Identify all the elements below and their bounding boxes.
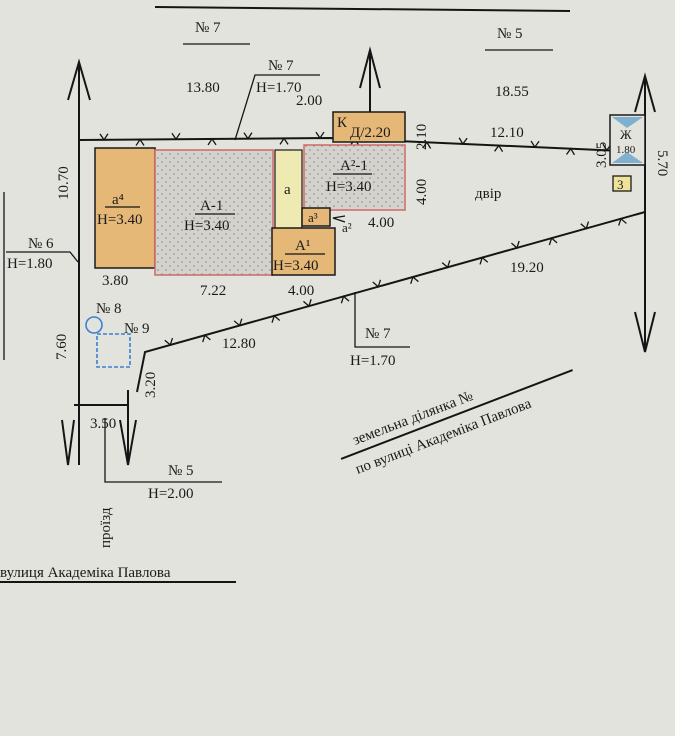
fence-tick: [303, 299, 312, 308]
a2-1-height: H=3.40: [326, 179, 372, 195]
dim-a2-width: 4.00: [368, 215, 394, 231]
dim-small-side: 3.20: [143, 372, 159, 398]
fence-lower: [136, 211, 646, 393]
dim-a2-height: 4.00: [414, 179, 430, 205]
yard-label: двір: [475, 186, 501, 202]
fence-tick: [207, 137, 217, 146]
dim-diag-short: 12.80: [222, 336, 256, 352]
left-axis-arrow: [61, 58, 91, 466]
fence-tick: [279, 137, 289, 145]
neighbor-right: № 5: [497, 26, 523, 42]
fence-tick: [618, 217, 627, 226]
svg-text:№ 5: № 5: [168, 463, 194, 479]
building-a: [274, 149, 303, 231]
plot-caption: земельна ділянка № по вулиці Академіка П…: [340, 369, 573, 478]
pit-icon: [96, 333, 131, 368]
building-3-label: 3: [617, 177, 624, 192]
dim-top-right: 18.55: [495, 84, 529, 100]
fence-tick: [372, 279, 382, 288]
svg-text:№ 7: № 7: [268, 58, 294, 74]
street-label: вулиця Академіка Павлова: [0, 565, 171, 581]
fence-tick: [410, 275, 419, 285]
fence-tick: [422, 141, 432, 149]
passage-label: проїзд: [98, 507, 114, 548]
fence-tick: [458, 137, 468, 146]
dim-diag-long: 19.20: [510, 260, 544, 276]
building-a-1: [154, 149, 274, 276]
A1-height: H=3.40: [273, 258, 319, 274]
fence-tick: [164, 337, 174, 347]
building-a3: [301, 207, 331, 227]
a-label: а: [284, 182, 291, 198]
dim-top-mid: 2.00: [296, 93, 322, 109]
a4-height: H=3.40: [97, 212, 143, 228]
fence-left-callout: № 6 H=1.80: [6, 236, 79, 272]
a-1-label: А-1: [200, 198, 223, 214]
fence-top-callout: № 7 H=1.70: [234, 58, 320, 141]
dim-right-side: 5.70: [654, 150, 670, 176]
fence-tick: [243, 132, 253, 140]
pit-label: № 9: [124, 321, 150, 337]
neighbor-left: № 7: [195, 20, 221, 36]
svg-text:H=2.00: H=2.00: [148, 486, 194, 502]
building-A1: [271, 227, 336, 276]
fence-tick: [171, 132, 181, 141]
a4-label: a⁴: [112, 192, 124, 208]
fence-tick: [340, 295, 350, 304]
fence-tick: [233, 318, 243, 327]
fence-tick: [441, 260, 451, 269]
building-3: [612, 175, 632, 192]
fence-tick: [494, 144, 504, 153]
fence-top: [78, 136, 646, 153]
fence-tick: [511, 240, 520, 249]
fence-tick: [99, 133, 109, 141]
svg-text:№ 7: № 7: [365, 326, 391, 342]
a2-arrow-icon: [332, 215, 346, 223]
A1-label: А¹: [295, 238, 310, 254]
dim-k-height: 2.10: [414, 124, 430, 150]
building-a4: [94, 147, 156, 269]
a-1-height: H=3.40: [184, 218, 230, 234]
a2-label: а²: [342, 220, 352, 235]
fence-lower-callout: № 7 H=1.70: [350, 292, 410, 369]
dim-top-left: 13.80: [186, 80, 220, 96]
well-icon: [85, 316, 103, 334]
svg-text:H=1.80: H=1.80: [7, 256, 53, 272]
svg-text:H=1.70: H=1.70: [256, 80, 302, 96]
dim-bottom: 3.50: [90, 416, 116, 432]
k-sub: Д/2.20: [350, 125, 391, 141]
fence-tick: [580, 221, 590, 230]
a2-1-label: А²-1: [340, 158, 368, 174]
svg-text:H=1.70: H=1.70: [350, 353, 396, 369]
dim-a1-width: 7.22: [200, 283, 226, 299]
zh-label: Ж: [620, 127, 632, 142]
fence-bottom-callout: № 5 H=2.00: [104, 418, 222, 502]
dim-zh-side: 3.05: [594, 142, 610, 168]
k-label: К: [337, 115, 348, 131]
building-a2-1: [303, 144, 406, 211]
dim-A1-width: 4.00: [288, 283, 314, 299]
fence-tick: [271, 314, 281, 323]
fence-tick: [565, 147, 576, 156]
bottom-arrow-down: [119, 390, 137, 466]
fence-tick: [479, 256, 489, 265]
dim-left-side: 10.70: [56, 166, 72, 200]
svg-text:№ 6: № 6: [28, 236, 54, 252]
fence-tick: [202, 334, 211, 343]
fence-tick: [548, 237, 558, 246]
a3-label: а³: [308, 210, 318, 225]
dim-left-lower: 7.60: [54, 334, 70, 360]
zh-sub: 1.80: [616, 144, 636, 156]
dim-top-inner: 12.10: [490, 125, 524, 141]
fence-ticks: [99, 131, 627, 347]
fence-tick: [315, 131, 325, 140]
building-zh: [609, 114, 646, 166]
top-rule: [154, 6, 571, 12]
building-k: [332, 111, 406, 143]
dim-a4-width: 3.80: [102, 273, 128, 289]
fence-tick: [135, 138, 145, 146]
well-label: № 8: [96, 301, 122, 317]
fence-tick: [530, 140, 540, 149]
